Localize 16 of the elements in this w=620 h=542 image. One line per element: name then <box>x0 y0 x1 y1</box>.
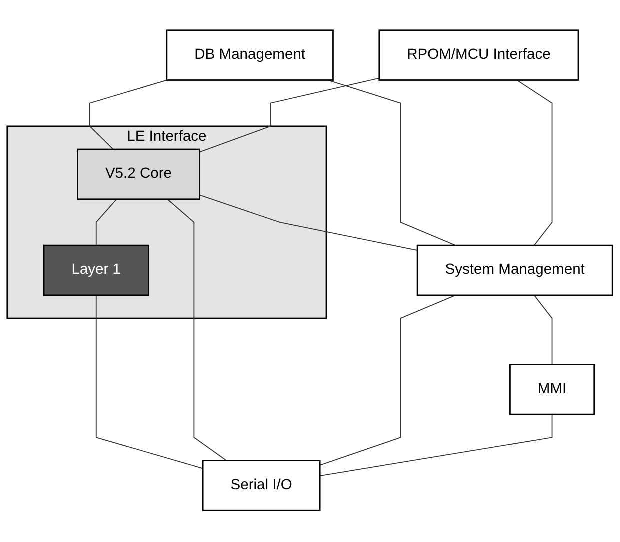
connector <box>96 295 204 470</box>
node-box: MMI <box>510 364 596 416</box>
connector <box>320 414 553 477</box>
connector <box>534 295 553 366</box>
node-box: System Management <box>416 245 614 297</box>
connector <box>516 80 553 247</box>
node-box: Layer 1 <box>43 245 150 297</box>
node-box: Serial I/O <box>202 460 321 512</box>
connector <box>96 199 118 247</box>
connector <box>199 78 380 154</box>
node-box: RPOM/MCU Interface <box>378 30 580 82</box>
node-box: DB Management <box>166 30 334 82</box>
connector <box>167 199 228 462</box>
connector <box>90 80 168 150</box>
connector <box>199 195 418 252</box>
node-box: V5.2 Core <box>77 149 200 201</box>
